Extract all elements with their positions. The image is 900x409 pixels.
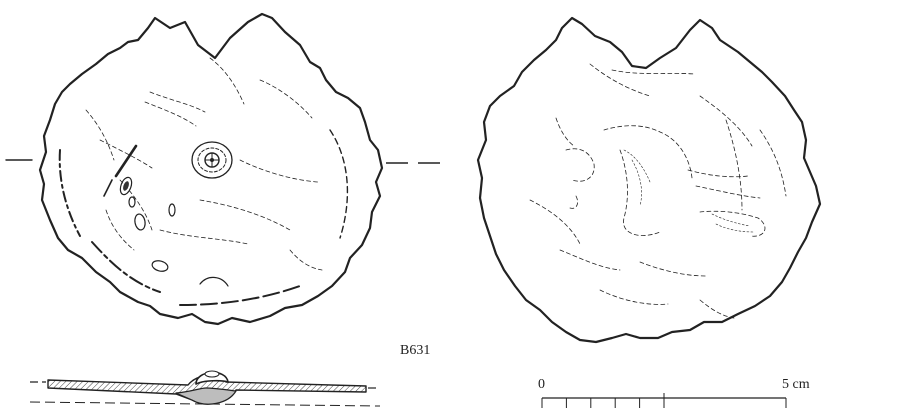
front-view-relief-lines [85, 57, 323, 271]
reverse-view-relief-lines [529, 63, 787, 319]
section-boss-fill [175, 387, 237, 405]
front-view-rim-arc-right [329, 129, 349, 239]
front-view-scratch [114, 144, 138, 178]
scale-bar-ticks [541, 393, 787, 408]
section-rivet-head [195, 371, 229, 385]
front-view-rim-arc-left [58, 149, 81, 237]
catalog-number-label: B631 [400, 343, 431, 358]
front-view [5, 12, 384, 326]
central-boss-icon [191, 141, 233, 179]
reverse-view [476, 16, 822, 344]
front-view-pits [119, 176, 229, 287]
front-view-outline [38, 12, 384, 326]
front-view-rim-arc-lower [179, 285, 301, 306]
scale-bar [541, 393, 787, 408]
front-view-scratch-2 [103, 179, 113, 197]
reverse-view-texture [623, 149, 755, 233]
scale-bar-start-label: 0 [538, 377, 545, 392]
scale-bar-end-label: 5 cm [782, 377, 810, 392]
cross-section [29, 370, 381, 407]
section-extent-line-bottom [29, 401, 381, 407]
front-view-rim-arc [91, 241, 161, 293]
reverse-view-outline [476, 16, 822, 344]
